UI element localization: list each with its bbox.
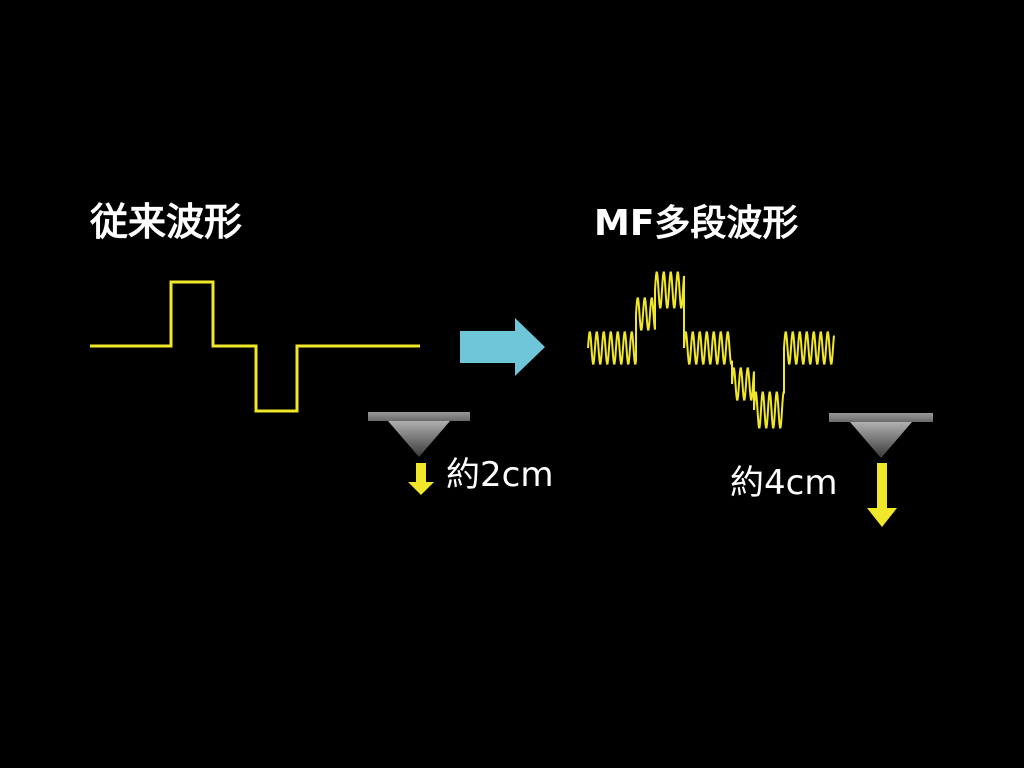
conventional-waveform-title: 従来波形 xyxy=(90,200,243,244)
down-arrow-icon xyxy=(867,463,897,527)
down-arrow-icon xyxy=(408,463,434,495)
mf-depth-label: 約4cm xyxy=(730,463,838,503)
mf-multistage-waveform xyxy=(587,271,835,429)
conventional-depth-label: 約2cm xyxy=(446,455,554,495)
ultrasound-probe-icon xyxy=(368,412,470,457)
mf-waveform-title: MF多段波形 xyxy=(594,203,799,244)
conventional-waveform xyxy=(90,280,420,413)
ultrasound-probe-icon xyxy=(829,413,933,458)
right-arrow-icon xyxy=(460,318,545,376)
